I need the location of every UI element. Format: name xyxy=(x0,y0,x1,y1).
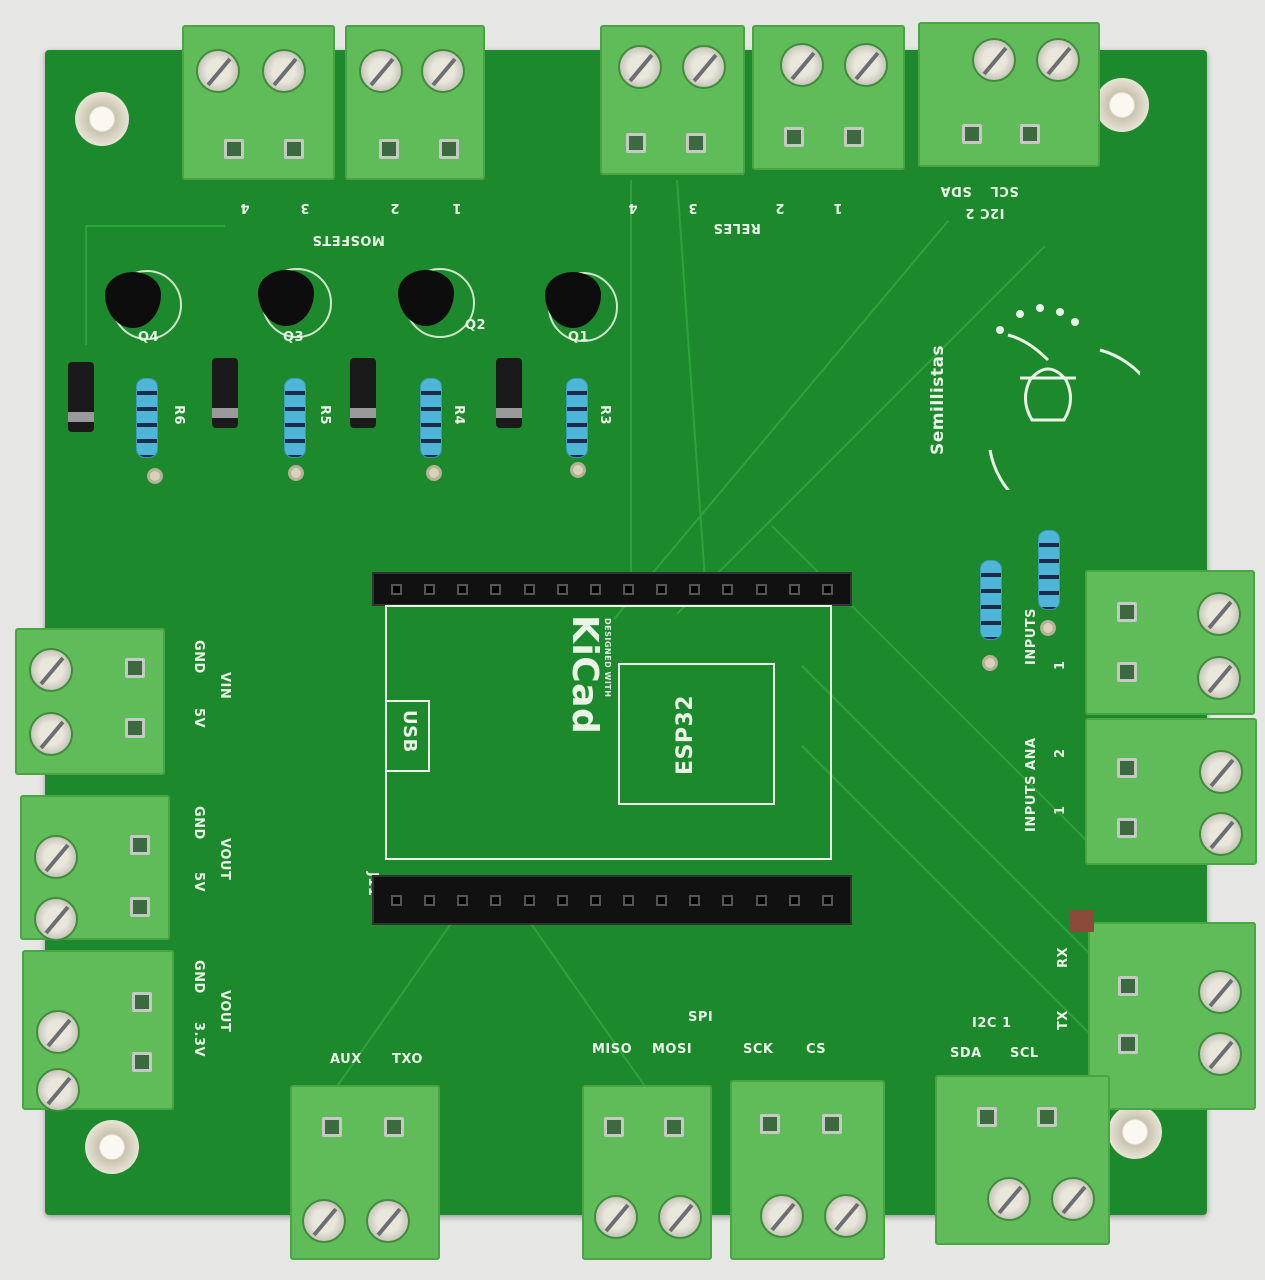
mosfet-pin-label: 2 xyxy=(390,200,400,215)
transistor-label: Q3 xyxy=(283,330,305,345)
terminal-rele-2-1[interactable] xyxy=(752,25,905,170)
resistor xyxy=(1038,530,1060,610)
transistor-q1 xyxy=(545,272,601,328)
aux-pin: TXO xyxy=(392,1052,423,1067)
power-name: VOUT xyxy=(217,838,232,881)
transistor-q4 xyxy=(105,272,161,328)
inputs-pin: 1 xyxy=(1053,660,1068,670)
mosfets-title: MOSFETS xyxy=(312,232,385,247)
spi-title: SPI xyxy=(688,1010,714,1025)
resistor-label: R5 xyxy=(317,405,332,426)
diode xyxy=(496,358,522,428)
transistor-q2 xyxy=(398,270,454,326)
resistor-r6 xyxy=(136,378,158,458)
inputs-ana-pin: 1 xyxy=(1053,805,1068,815)
terminal-spi-sck-cs[interactable] xyxy=(730,1080,885,1260)
power-pin: 5V xyxy=(191,708,206,729)
i2c2-pin-scl: SCL xyxy=(990,183,1019,198)
power-pin: GND xyxy=(191,640,206,674)
mounting-hole xyxy=(75,92,129,146)
capacitor xyxy=(1070,910,1094,932)
terminal-mosfet-4-3[interactable] xyxy=(182,25,335,180)
esp32-label: ESP32 xyxy=(673,694,698,775)
terminal-rele-4-3[interactable] xyxy=(600,25,745,175)
terminal-vout-5v[interactable] xyxy=(20,795,170,941)
semillistas-logo xyxy=(960,300,1167,525)
transistor-label: Q4 xyxy=(138,330,160,345)
mosfet-pin-label: 3 xyxy=(300,200,310,215)
uart-tx: TX xyxy=(1056,1010,1071,1030)
terminal-i2c2[interactable] xyxy=(918,22,1100,167)
spi-pin: CS xyxy=(806,1042,827,1057)
kicad-subtitle: DESIGNED WITH xyxy=(603,618,612,698)
diode xyxy=(68,362,94,432)
terminal-mosfet-2-1[interactable] xyxy=(345,25,485,180)
transistor-label: Q1 xyxy=(568,330,590,345)
inputs-title: INPUTS xyxy=(1024,607,1039,665)
terminal-spi-miso-mosi[interactable] xyxy=(582,1085,712,1260)
mounting-hole xyxy=(85,1120,139,1174)
resistor-label: R4 xyxy=(451,405,466,426)
mosfet-pin-label: 1 xyxy=(452,200,462,215)
rele-pin-label: 2 xyxy=(775,200,785,215)
usb-label: USB xyxy=(399,710,420,753)
terminal-vin[interactable] xyxy=(15,628,165,775)
transistor-label: Q2 xyxy=(465,318,487,333)
reles-title: RELES xyxy=(713,220,761,235)
mosfet-pin-label: 4 xyxy=(240,200,250,215)
terminal-inputs[interactable] xyxy=(1085,570,1255,715)
pcb-board xyxy=(45,50,1207,1215)
resistor-r3 xyxy=(566,378,588,458)
usb-outline xyxy=(385,700,430,772)
terminal-vout-3v3[interactable] xyxy=(22,950,174,1112)
i2c2-title: I2C 2 xyxy=(965,205,1005,220)
resistor-label: R6 xyxy=(171,405,186,426)
rele-pin-label: 1 xyxy=(833,200,843,215)
kicad-logo: KiCad xyxy=(564,615,605,735)
transistor-q3 xyxy=(258,270,314,326)
i2c1-title: I2C 1 xyxy=(972,1016,1012,1031)
resistor-r4 xyxy=(420,378,442,458)
power-pin: GND xyxy=(191,806,206,840)
i2c1-pin: SDA xyxy=(950,1046,982,1061)
pin-header-bottom xyxy=(372,875,852,925)
power-name: VOUT xyxy=(217,990,232,1033)
terminal-aux[interactable] xyxy=(290,1085,440,1260)
spi-pin: MOSI xyxy=(652,1042,693,1057)
terminal-uart[interactable] xyxy=(1088,922,1256,1110)
diode xyxy=(350,358,376,428)
spi-pin: MISO xyxy=(592,1042,633,1057)
terminal-i2c1[interactable] xyxy=(935,1075,1110,1245)
esp32-chip-outline xyxy=(618,663,775,805)
logo-text: Semillistas xyxy=(928,344,948,455)
mounting-hole xyxy=(1108,1105,1162,1159)
resistor-label: R3 xyxy=(597,405,612,426)
resistor-r5 xyxy=(284,378,306,458)
power-pin: GND xyxy=(191,960,206,994)
i2c2-pin-sda: SDA xyxy=(940,183,972,198)
rele-pin-label: 4 xyxy=(628,200,638,215)
power-name: VIN xyxy=(217,672,232,700)
inputs-ana-pin: 2 xyxy=(1053,748,1068,758)
pin-header-top xyxy=(372,572,852,606)
i2c1-pin: SCL xyxy=(1010,1046,1039,1061)
rele-pin-label: 3 xyxy=(688,200,698,215)
resistor xyxy=(980,560,1002,640)
inputs-ana-title: INPUTS ANA xyxy=(1024,737,1039,832)
terminal-inputs-ana[interactable] xyxy=(1085,718,1257,865)
diode xyxy=(212,358,238,428)
power-pin: 3.3V xyxy=(191,1022,206,1058)
spi-pin: SCK xyxy=(743,1042,774,1057)
uart-rx: RX xyxy=(1056,946,1071,968)
power-pin: 5V xyxy=(191,872,206,893)
aux-pin: AUX xyxy=(330,1052,362,1067)
mounting-hole xyxy=(1095,78,1149,132)
